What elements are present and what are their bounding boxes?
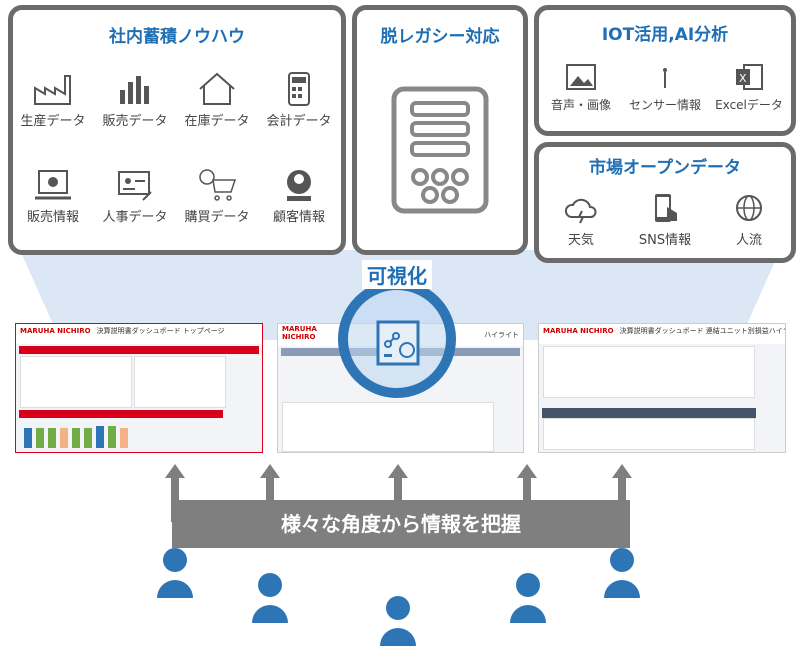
visualize-label: 可視化 [362, 260, 432, 289]
item-weather: 天気 [541, 193, 621, 248]
legacy-title: 脱レガシー対応 [380, 27, 500, 47]
item-people-flow: 人流 [709, 193, 789, 248]
dashboard-logo: MARUHA NICHIRO [543, 327, 614, 335]
sensor-icon [663, 68, 667, 88]
internal-knowledge-title: 社内蓄積ノウハウ [109, 27, 245, 47]
item-label: 人流 [735, 233, 762, 248]
iot-ai-title: IOT活用,AI分析 [601, 25, 729, 45]
item-hr-data: 人事データ [95, 168, 175, 225]
visualize-circle: 可視化 [338, 260, 456, 398]
cart-clock-icon [199, 169, 237, 201]
bar-chart-thumbnail [24, 426, 128, 448]
arrow-up-icon [517, 464, 537, 522]
bar-chart-icon [120, 76, 149, 104]
calculator-icon [288, 72, 310, 106]
image-icon [566, 64, 596, 90]
item-label: 天気 [567, 233, 594, 248]
item-label: 顧客情報 [272, 210, 325, 225]
person-icon [510, 573, 546, 623]
item-inventory-data: 在庫データ [177, 72, 257, 129]
globe-icon [736, 195, 762, 221]
dashboard-title: ハイライト [484, 331, 519, 339]
legacy-box: 脱レガシー対応 [352, 5, 528, 255]
person-icon [604, 548, 640, 598]
dashboard-top-page[interactable]: MARUHA NICHIRO 決算説明書ダッシュボード トップページ [15, 323, 263, 453]
item-purchase-data: 購買データ [177, 168, 257, 225]
person-icon [252, 573, 288, 623]
header-band [19, 346, 259, 354]
dashboard-title: 決算説明書ダッシュボード トップページ [96, 327, 225, 335]
item-sns-info: SNS情報 [625, 193, 705, 248]
factory-icon [34, 75, 71, 105]
house-icon [199, 72, 235, 105]
dashboard-logo: MARUHA NICHIRO [20, 327, 91, 335]
person-icon [380, 596, 416, 646]
customer-icon [287, 170, 311, 201]
scatter-panel [20, 356, 132, 408]
item-label: 生産データ [20, 114, 86, 129]
dashboard-unit-highlight[interactable]: MARUHA NICHIRO 決算説明書ダッシュボード 連結ユニット別損益ハイライ… [538, 323, 786, 453]
item-excel-data: X Excelデータ [709, 62, 789, 113]
item-label: 音声・画像 [550, 98, 611, 112]
arrow-up-icon [165, 464, 185, 522]
item-audio-image: 音声・画像 [541, 62, 621, 113]
arrow-up-icon [260, 464, 280, 522]
smartphone-icon [655, 194, 677, 222]
id-card-icon [118, 171, 152, 201]
item-label: 人事データ [102, 210, 168, 225]
table-header [542, 408, 756, 418]
data-table [543, 418, 755, 450]
item-label: センサー情報 [628, 98, 701, 112]
item-sales-data: 販売データ [95, 72, 175, 129]
excel-icon: X [736, 64, 763, 90]
dashboard-logo: MARUHA NICHIRO [282, 325, 317, 341]
iot-ai-box: IOT活用,AI分析 音声・画像 センサー情報 X Excelデータ [534, 5, 796, 136]
item-customer-info: 顧客情報 [259, 168, 339, 225]
dashboard-icon [376, 320, 420, 366]
upward-arrows [165, 464, 632, 522]
item-accounting-data: 会計データ [259, 72, 339, 129]
ranking-panel [134, 356, 226, 408]
svg-text:X: X [739, 72, 747, 85]
laptop-chart-icon [35, 170, 71, 200]
item-production-data: 生産データ [13, 72, 93, 129]
person-icon [157, 548, 193, 598]
internal-knowledge-box: 社内蓄積ノウハウ 生産データ 販売データ 在庫データ 会計データ 販売情報 人事… [8, 5, 346, 255]
open-data-title: 市場オープンデータ [589, 158, 741, 178]
users-group [157, 548, 640, 646]
server-icon [391, 86, 489, 214]
item-label: 販売データ [102, 114, 168, 129]
data-table [282, 402, 494, 452]
item-label: 在庫データ [184, 114, 250, 129]
item-label: 会計データ [266, 114, 332, 129]
item-label: SNS情報 [638, 233, 692, 248]
arrow-up-icon [612, 464, 632, 522]
arrow-up-icon [388, 464, 408, 522]
item-label: 販売情報 [26, 210, 79, 225]
header-band [19, 410, 223, 418]
weather-icon [564, 198, 597, 224]
dashboard-title: 決算説明書ダッシュボード 連結ユニット別損益ハイライト [619, 327, 786, 335]
item-sales-info: 販売情報 [13, 168, 93, 225]
open-data-box: 市場オープンデータ 天気 SNS情報 人流 [534, 142, 796, 263]
item-label: Excelデータ [715, 98, 783, 112]
item-sensor-info: センサー情報 [625, 62, 705, 113]
waterfall-panel [543, 346, 755, 398]
banner: 様々な角度から情報を把握 [172, 500, 630, 548]
item-label: 購買データ [184, 210, 250, 225]
